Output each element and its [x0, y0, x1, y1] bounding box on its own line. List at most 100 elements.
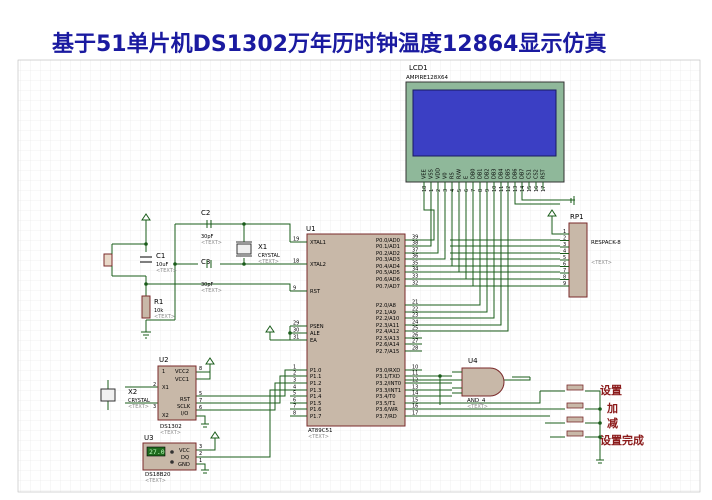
mcu-chip[interactable]: U1 AT89C51 <TEXT> 19XTAL118XTAL29RST29PS… [290, 225, 422, 440]
mcu-right-pin-name: P2.1/A9 [376, 310, 396, 316]
u3-pin-gnd: GND [178, 462, 190, 468]
mcu-right-pin-name: P3.4/T0 [376, 394, 396, 400]
c3-value: 30pF [201, 282, 214, 288]
u3-decrement-icon[interactable] [170, 460, 174, 464]
lcd-pin-name: RS [450, 172, 456, 179]
mcu-left-pin-number: 2 [293, 371, 296, 377]
mcu-left-pin-name: ALE [310, 331, 320, 337]
lcd-pin-number: 9 [485, 189, 491, 192]
lcd-pin-name: VDD [436, 168, 442, 179]
mcu-right-pin-name: P0.3/AD3 [376, 257, 400, 263]
u2-text-placeholder: <TEXT> [160, 430, 181, 436]
mcu-left-pin-name: P1.6 [310, 407, 321, 413]
u3-pin-vcc-num: 3 [199, 444, 202, 450]
mcu-right-pin-name: P2.4/A12 [376, 329, 399, 335]
mcu-right-pin-name: P0.5/AD5 [376, 270, 400, 276]
junctions [144, 222, 602, 439]
lcd-pin-name: DB3 [492, 169, 498, 179]
lcd-pin-number: 16 [534, 186, 540, 192]
mcu-right-pin-number: 38 [412, 241, 418, 247]
lcd-pin-name: VSS [429, 169, 435, 179]
u3-model: DS18B20 [145, 472, 171, 478]
lcd-pin-number: 6 [464, 189, 470, 192]
mcu-right-pin-number: 15 [412, 398, 418, 404]
mcu-right-pin-name: P2.2/A10 [376, 316, 399, 322]
capacitor-c1[interactable]: C1 10uF <TEXT> [140, 252, 177, 274]
mcu-model: AT89C51 [308, 428, 333, 434]
u2-pin-rst-num: 5 [199, 391, 202, 397]
lcd-pin-number: 12 [506, 186, 512, 192]
button-increase-label: 加 [606, 401, 618, 415]
mcu-left-pin-number: 7 [293, 404, 296, 410]
mcu-left-pin-name: PSEN [310, 324, 324, 330]
button-set-label: 设置 [600, 383, 622, 397]
mcu-right-pin-name: P0.0/AD0 [376, 238, 400, 244]
mcu-left-pin-number: 4 [293, 385, 296, 391]
mcu-right-pin-number: 25 [412, 326, 418, 332]
button-set[interactable]: 设置 [566, 383, 622, 397]
button-increase[interactable]: 加 [566, 401, 618, 415]
capacitor-c3[interactable]: C3 30pF <TEXT> [201, 258, 222, 294]
mcu-right-pin-number: 16 [412, 404, 418, 410]
ds18b20-sensor[interactable]: U3 27.0 3 VCC 2 DQ 1 GND DS18B20 <TEXT> [142, 434, 202, 484]
crystal-x2[interactable]: X2 CRYSTAL <TEXT> [100, 388, 150, 410]
respack-pin-number: 9 [563, 281, 566, 287]
ds1302-chip[interactable]: U2 1 VCC2 8 VCC1 2 X1 3 X2 5 RST 7 SCLK … [153, 356, 202, 436]
u3-pin-dq: DQ [181, 455, 189, 461]
c3-ref: C3 [201, 258, 210, 266]
u3-pin-gnd-num: 1 [199, 458, 202, 464]
capacitor-c2[interactable]: C2 30pF <TEXT> [201, 209, 222, 246]
crystal-x1[interactable]: X1 CRYSTAL <TEXT> [236, 241, 280, 265]
lcd-pin-name: DB4 [499, 169, 505, 179]
lcd-pin-number: 17 [541, 186, 547, 192]
lcd-pin-number: 14 [520, 186, 526, 192]
mcu-right-pin-number: 37 [412, 248, 418, 254]
button-set-done-label: 设置完成 [600, 433, 644, 447]
c1-text-placeholder: <TEXT> [156, 268, 177, 274]
lcd-pin-name: DB0 [471, 169, 477, 179]
u3-increment-icon[interactable] [170, 450, 174, 454]
mcu-left-pin-name: EA [310, 338, 317, 344]
lcd-ref: LCD1 [409, 64, 428, 72]
mcu-left-pin-number: 19 [293, 237, 299, 243]
mcu-right-pin-name: P3.3/INT1 [376, 388, 401, 394]
reset-button[interactable] [103, 244, 113, 276]
mcu-right-pin-name: P2.6/A14 [376, 342, 400, 348]
c2-ref: C2 [201, 209, 210, 217]
u3-ref: U3 [144, 434, 154, 442]
lcd-pin-number: 15 [527, 186, 533, 192]
u2-pin-vcc1-num: 8 [199, 366, 202, 372]
button-decrease-label: 减 [607, 416, 618, 430]
mcu-right-pin-name: P3.6/WR [376, 407, 398, 413]
mcu-left-pin-number: 6 [293, 398, 296, 404]
mcu-right-pin-name: P0.2/AD2 [376, 251, 400, 257]
mcu-right-pin-name: P0.6/AD6 [376, 277, 400, 283]
lcd-pin-number: 5 [457, 189, 463, 192]
resistor-r1[interactable]: R1 10k <TEXT> [141, 295, 175, 320]
mcu-right-pin-number: 39 [412, 235, 418, 241]
lcd-model: AMPIRE128X64 [406, 75, 449, 81]
button-set-done[interactable]: 设置完成 [566, 430, 644, 447]
respack-pin-number: 7 [563, 268, 566, 274]
u4-ref: U4 [468, 357, 478, 365]
respack-pin-number: 8 [563, 275, 566, 281]
u2-pin-io: I/O [181, 411, 188, 417]
mcu-left-pin-name: P1.3 [310, 388, 321, 394]
mcu-left-pin-number: 31 [293, 335, 299, 341]
lcd-pin-name: DB2 [485, 169, 491, 179]
u3-pin-dq-num: 2 [199, 451, 202, 457]
mcu-left-pin-number: 3 [293, 378, 296, 384]
lcd-pin-name: DB7 [520, 169, 526, 179]
mcu-left-pin-number: 9 [293, 286, 296, 292]
lcd-pin-number: 1 [429, 189, 435, 192]
button-decrease[interactable]: 减 [566, 416, 618, 430]
mcu-left-pin-name: P1.1 [310, 374, 321, 380]
mcu-left-pin-number: 1 [293, 365, 296, 371]
mcu-right-pin-number: 32 [412, 281, 418, 287]
x1-text-placeholder: <TEXT> [258, 259, 279, 265]
mcu-ref: U1 [306, 225, 316, 233]
and-gate-u4[interactable]: U4 AND_4 <TEXT> [452, 357, 505, 410]
mcu-right-pin-name: P3.2/INT0 [376, 381, 401, 387]
